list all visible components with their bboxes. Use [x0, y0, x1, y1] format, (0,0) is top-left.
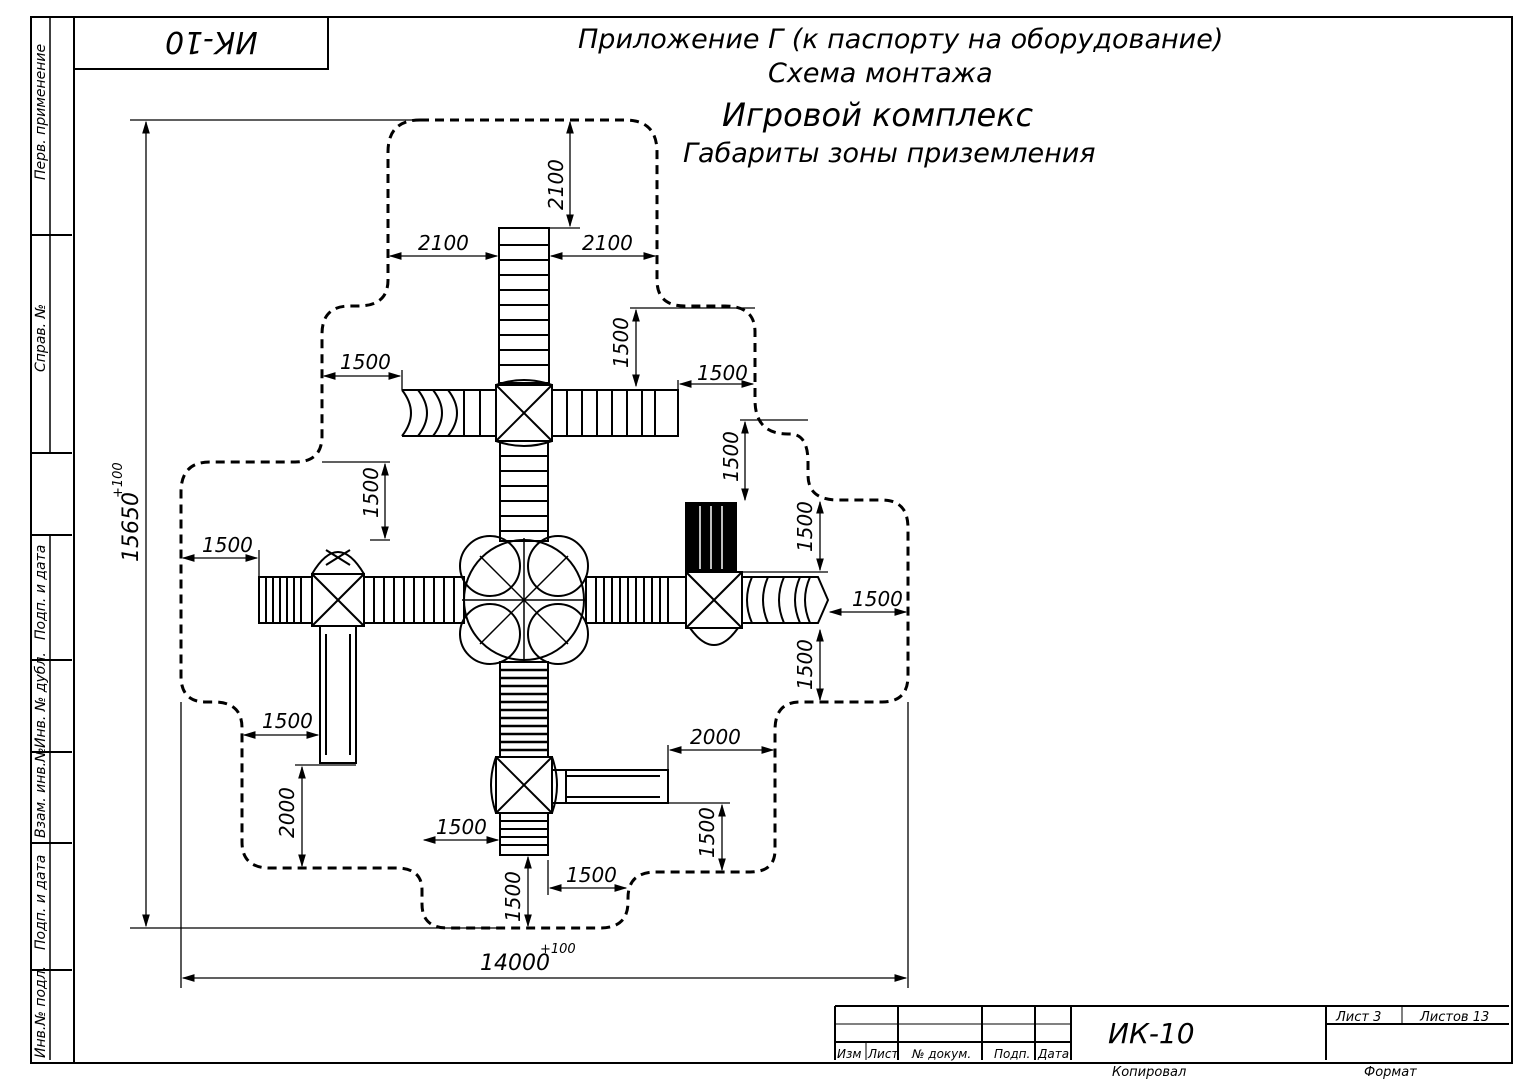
dim-bottom-left-h: 1500: [436, 815, 487, 839]
drawing-frame: [73, 16, 1513, 1064]
dim-right-arm-v-top: 1500: [793, 501, 817, 552]
dimension-lines: [130, 119, 909, 988]
top-ladder-rungs: [499, 244, 549, 366]
title-line-2: Схема монтажа: [768, 58, 993, 89]
dim-left-arm-v: 1500: [359, 467, 383, 518]
dimension-texts: 2100 2100 2100 1500 1500 1500 1500 1500 …: [111, 159, 903, 976]
sheet-number: Лист 3: [1335, 1010, 1381, 1025]
side-label-sprav: Справ. №: [33, 304, 49, 372]
dim-bottom-v: 1500: [501, 871, 525, 922]
dim-right-mid-v: 1500: [719, 431, 743, 482]
dim-upper-right-h: 1500: [697, 361, 748, 385]
dim-right-arm-v-bottom: 1500: [793, 639, 817, 690]
title-block-lines: [834, 1005, 1509, 1060]
dim-overall-width-tol: +100: [540, 942, 576, 957]
title-line-4: Габариты зоны приземления: [683, 138, 1096, 169]
side-label-inv-podl: Инв.№ подл.: [33, 966, 49, 1058]
dim-overall-height: 15650: [119, 492, 144, 562]
side-label-vzam-inv: Взам. инв.№: [33, 747, 49, 838]
side-label-inv-dubl: Инв. № дубл.: [33, 652, 49, 748]
dim-lower-right-h: 2000: [690, 725, 741, 749]
dim-top-vertical: 2100: [544, 159, 568, 210]
dim-lower-left-h: 1500: [262, 709, 313, 733]
col-doc: № докум.: [911, 1047, 971, 1061]
equipment: [258, 227, 830, 856]
title-line-1: Приложение Г (к паспорту на оборудование…: [578, 24, 1224, 55]
dim-left-arm-h: 1500: [202, 533, 253, 557]
dim-bottom-right-h: 1500: [566, 863, 617, 887]
col-list: Лист: [867, 1047, 899, 1061]
side-label-podp-data-2: Подп. и дата: [33, 855, 49, 950]
sheets-total: Листов 13: [1419, 1010, 1489, 1025]
dim-top-left: 2100: [418, 231, 469, 255]
side-labels: Перв. применение Справ. № Подп. и дата И…: [33, 44, 49, 1058]
col-podp: Подп.: [994, 1047, 1030, 1061]
copied-label: Копировал: [1112, 1065, 1186, 1080]
title-line-3: Игровой комплекс: [722, 96, 1034, 134]
dim-lower-right-v: 1500: [695, 807, 719, 858]
title-block-texts: ИК-10 Лист 3 Листов 13 Изм Лист № докум.…: [837, 1010, 1489, 1080]
side-label-podp-data-1: Подп. и дата: [33, 545, 49, 640]
designation: ИК-10: [1108, 1017, 1195, 1050]
dim-lower-left-v: 2000: [275, 787, 299, 838]
col-izm: Изм: [837, 1047, 861, 1061]
dim-overall-width: 14000: [480, 951, 550, 976]
dim-top-right: 2100: [582, 231, 633, 255]
format-label: Формат: [1364, 1065, 1417, 1080]
dim-overall-height-tol: +100: [111, 462, 126, 498]
side-label-perv: Перв. применение: [33, 44, 49, 180]
side-strip: [30, 16, 74, 1064]
dim-upper-right-v: 1500: [609, 317, 633, 368]
side-strip-dividers: [30, 16, 72, 1060]
col-data: Дата: [1037, 1047, 1069, 1061]
landing-zone-outline: [179, 118, 910, 930]
dim-upper-left-h: 1500: [340, 350, 391, 374]
code-box: [73, 16, 329, 70]
dim-right-arm-h: 1500: [852, 587, 903, 611]
